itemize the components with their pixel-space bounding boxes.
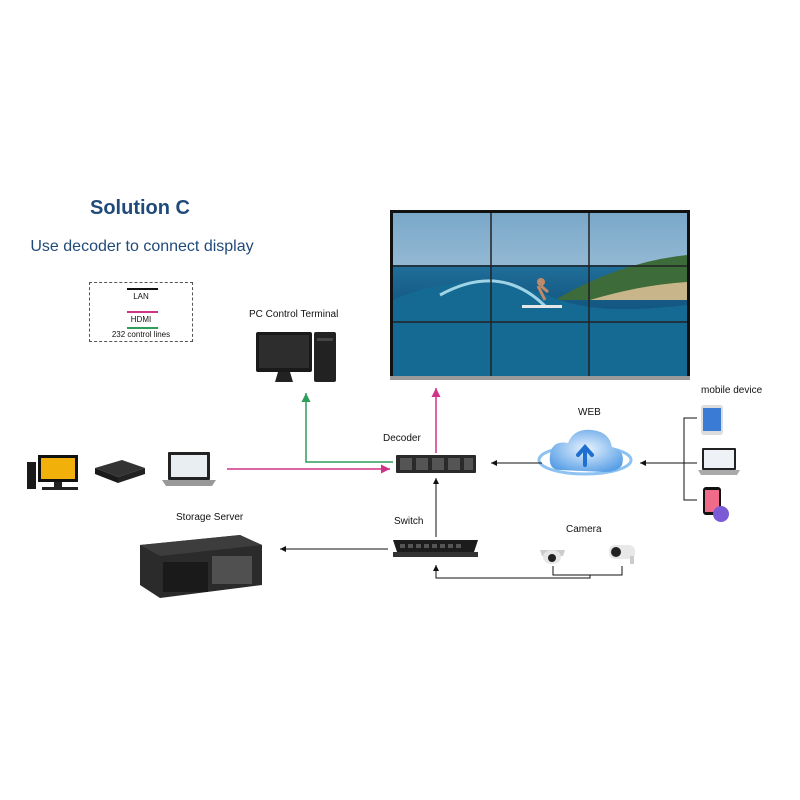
legend-label-232: 232 control lines — [111, 330, 171, 339]
laptop-mobile-icon — [698, 448, 740, 475]
label-decoder: Decoder — [383, 433, 421, 444]
legend-line-hdmi — [127, 311, 158, 313]
legend-line-lan — [127, 288, 158, 290]
legend-label-lan: LAN — [133, 292, 149, 301]
control-decoder-to-pc — [301, 393, 393, 463]
bullet-camera-icon — [609, 545, 635, 564]
label-storage-server: Storage Server — [176, 512, 244, 523]
label-web: WEB — [578, 407, 601, 418]
tablet-icon — [701, 405, 723, 435]
label-camera: Camera — [566, 524, 602, 535]
lan-camera-bracket — [552, 566, 623, 576]
pc-control-terminal-icon — [256, 332, 336, 382]
video-wall — [390, 210, 690, 380]
lan-cameras-to-switch — [433, 565, 591, 579]
solution-title: Solution C — [90, 197, 190, 219]
legend-line-232 — [127, 327, 158, 329]
label-mobile-device: mobile device — [701, 385, 763, 396]
label-pc-control-terminal: PC Control Terminal — [249, 309, 339, 320]
smartphone-icon — [703, 487, 729, 522]
media-box-icon — [95, 460, 145, 483]
laptop-icon — [162, 452, 216, 486]
legend-label-hdmi: HDMI — [130, 315, 152, 324]
line-legend: LAN HDMI 232 control lines — [89, 282, 193, 342]
switch-icon — [393, 540, 478, 557]
storage-server-icon — [140, 535, 262, 598]
dome-camera-icon — [540, 550, 565, 564]
solution-subtitle: Use decoder to connect display — [30, 238, 254, 255]
lan-mobile-bracket — [683, 417, 697, 501]
desktop-pc-icon — [27, 455, 78, 490]
decoder-icon — [396, 455, 476, 473]
label-switch: Switch — [394, 516, 424, 527]
cloud-web-icon — [537, 429, 633, 476]
